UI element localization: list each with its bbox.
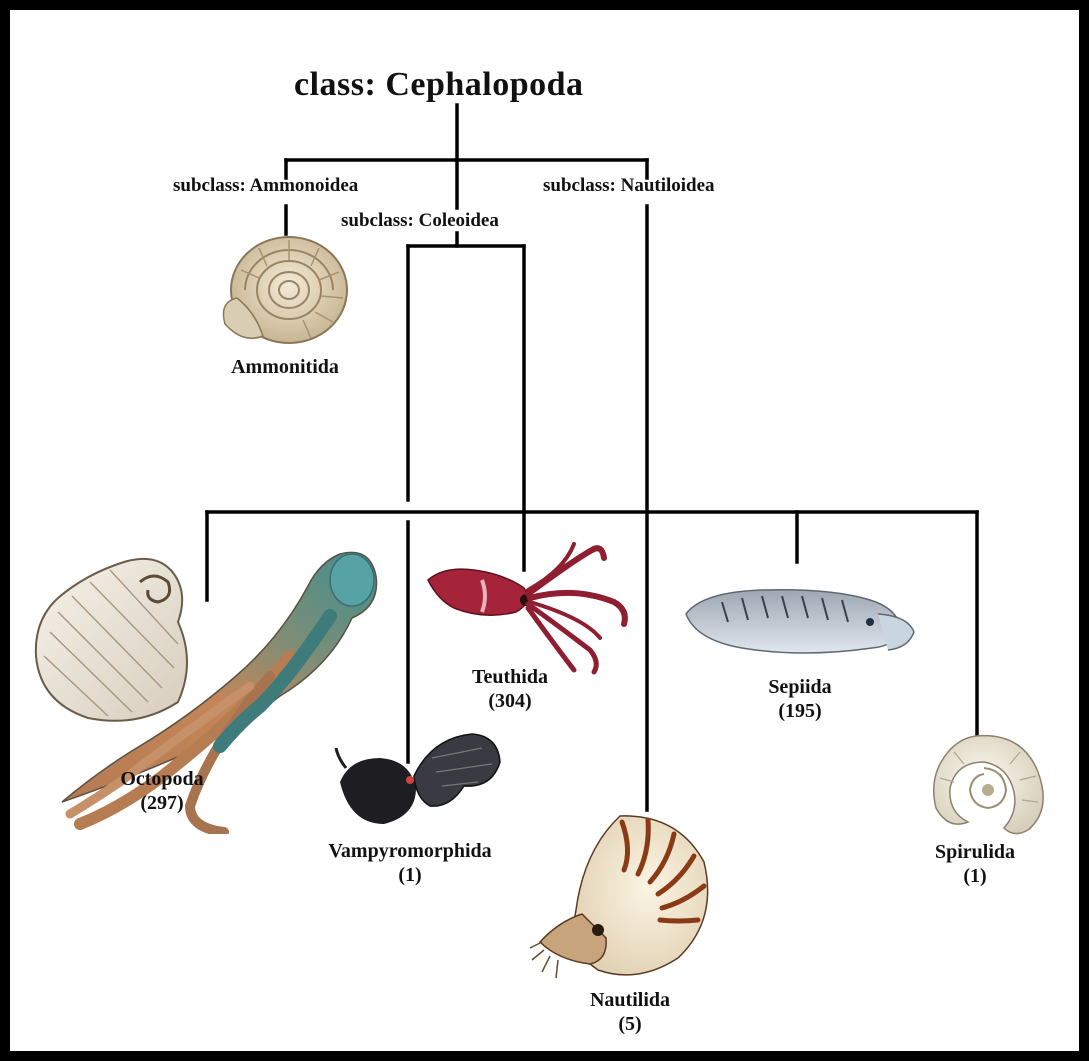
class-title: class: Cephalopoda [294, 66, 584, 104]
order-name: Ammonitida [190, 355, 380, 379]
order-sepiida: Sepiida (195) [740, 675, 860, 723]
species-count: (1) [300, 863, 520, 887]
subclass-nautiloidea-label: subclass: Nautiloidea [543, 175, 715, 197]
order-octopoda: Octopoda (297) [92, 767, 232, 815]
order-name: Nautilida [570, 988, 690, 1012]
order-name: Octopoda [92, 767, 232, 791]
order-name: Sepiida [740, 675, 860, 699]
cuttlefish-icon [682, 578, 918, 672]
order-nautilida: Nautilida (5) [570, 988, 690, 1036]
species-count: (304) [450, 689, 570, 713]
species-count: (5) [570, 1012, 690, 1036]
order-vampyromorphida: Vampyromorphida (1) [300, 839, 520, 887]
order-spirulida: Spirulida (1) [915, 840, 1035, 888]
species-count: (1) [915, 864, 1035, 888]
order-name: Vampyromorphida [300, 839, 520, 863]
order-name: Spirulida [915, 840, 1035, 864]
subclass-coleoidea-label: subclass: Coleoidea [341, 210, 499, 232]
vampire-squid-icon [332, 728, 502, 836]
nautilus-icon [528, 810, 714, 988]
order-name: Teuthida [450, 665, 570, 689]
spirula-shell-icon [928, 732, 1052, 840]
squid-icon [424, 540, 634, 680]
species-count: (297) [92, 791, 232, 815]
order-teuthida: Teuthida (304) [450, 665, 570, 713]
ammonite-icon [215, 232, 351, 350]
order-ammonitida: Ammonitida [190, 355, 380, 379]
species-count: (195) [740, 699, 860, 723]
subclass-ammonoidea-label: subclass: Ammonoidea [173, 175, 358, 197]
